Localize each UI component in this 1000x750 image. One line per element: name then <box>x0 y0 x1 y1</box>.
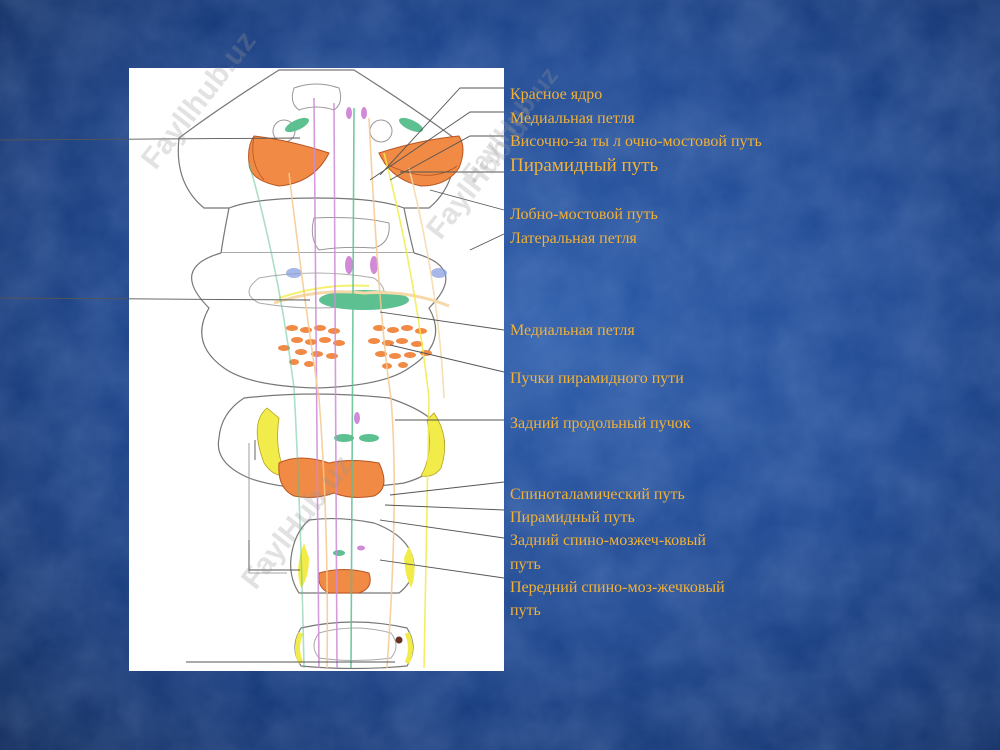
spinotectal-tract-right-upper <box>420 412 446 477</box>
peduncle-left <box>248 135 330 187</box>
label-pyramidal-tract-2: Пирамидный путь <box>510 509 635 526</box>
pons-neck <box>220 207 415 254</box>
label-lateral-lemniscus: Латеральная петля <box>510 230 637 247</box>
label-fronto-pontine-tract: Лобно-мостовой путь <box>510 206 658 223</box>
medial-lemniscus-left-mid <box>285 117 309 133</box>
spinal-cord-outline <box>294 621 414 670</box>
label-pyramidal-bundles: Пучки пирамидного пути <box>510 370 684 387</box>
spinotectal-tract-left-upper <box>256 407 288 476</box>
pyramid-upper-medulla <box>278 457 385 498</box>
label-spinothalamic-tract: Спиноталамический путь <box>510 486 685 503</box>
label-posterior-spinocerebellar-tract-cont: путь <box>510 556 541 573</box>
label-posterior-spinocerebellar-tract: Задний спино-мозжеч-ковый <box>510 532 706 549</box>
label-medial-lemniscus-1: Медиальная петля <box>510 110 635 127</box>
pyramid-lower-medulla <box>318 569 371 594</box>
brainstem-diagram <box>129 68 504 671</box>
label-pyramidal-tract-1: Пирамидный путь <box>510 155 659 176</box>
label-red-nucleus: Красное ядро <box>510 86 603 103</box>
label-anterior-spinocerebellar-tract-cont: путь <box>510 602 541 619</box>
label-medial-lemniscus-2: Медиальная петля <box>510 322 635 339</box>
fourth-ventricle-upper <box>311 217 390 251</box>
label-anterior-spinocerebellar-tract: Передний спино-моз-жечковый <box>510 579 725 596</box>
medial-lemniscus-pons <box>319 290 409 310</box>
brainstem-drawing <box>177 69 464 670</box>
label-temporo-occipito-pontine-tract: Височно-за ты л очно-мостовой путь <box>510 133 762 150</box>
label-medial-longitudinal-fasciculus: Задний продольный пучок <box>510 415 691 432</box>
